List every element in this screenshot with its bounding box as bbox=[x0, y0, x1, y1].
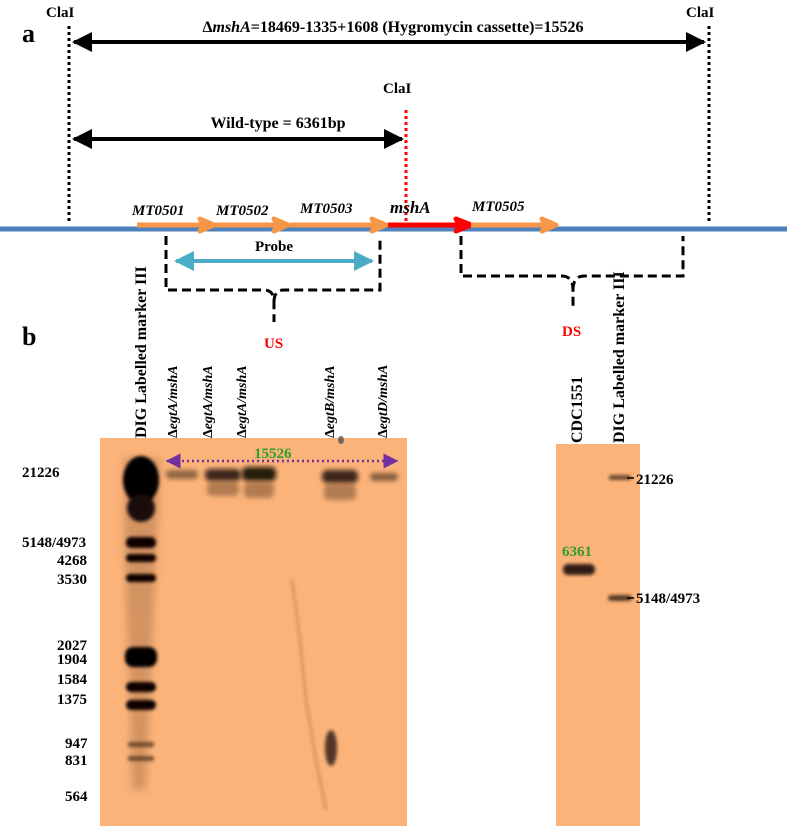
size-label-564: 564 bbox=[65, 789, 88, 805]
cdc1551-band-6361 bbox=[563, 564, 595, 575]
right-size-label-5148-4973: 5148/4973 bbox=[636, 591, 700, 607]
sample-band-egta-1 bbox=[166, 470, 198, 479]
lane-label-cdc1551: CDC1551 bbox=[569, 376, 586, 443]
gene-arrows bbox=[137, 216, 559, 234]
right-gel-background bbox=[556, 444, 640, 826]
gene-arrow-mt0505 bbox=[471, 216, 559, 234]
lane-label-right-marker: DIG Labelled marker III bbox=[611, 271, 628, 443]
sample-band-egtb bbox=[322, 470, 358, 483]
band-annotation-15526: 15526 bbox=[254, 446, 292, 462]
right-gel-lane-labels: CDC1551 DIG Labelled marker III bbox=[569, 271, 628, 443]
gene-label-mt0501: MT0501 bbox=[131, 203, 185, 219]
lane-label-egtd: ΔegtD/mshA bbox=[376, 365, 391, 438]
gene-label-msha: mshA bbox=[390, 198, 431, 217]
gel-artifact-streak bbox=[290, 579, 328, 811]
sample-band-egta-2 bbox=[205, 469, 241, 481]
gene-arrow-mt0503 bbox=[290, 216, 389, 234]
size-label-3530: 3530 bbox=[57, 572, 87, 588]
mutant-span-formula: =18469-1335+1608 (Hygromycin cassette)=1… bbox=[251, 19, 584, 36]
band-annotation-6361: 6361 bbox=[562, 544, 592, 560]
sample-band-egtb-smear bbox=[324, 484, 356, 500]
wildtype-span-label: Wild-type = 6361bp bbox=[210, 115, 345, 132]
marker-band-1375 bbox=[126, 700, 156, 710]
size-label-1375: 1375 bbox=[57, 692, 87, 708]
gene-arrow-mt0502 bbox=[214, 216, 291, 234]
gene-label-mt0505: MT0505 bbox=[471, 199, 525, 215]
lane-label-egta-2: ΔegtA/mshA bbox=[201, 365, 216, 438]
lane-label-egta-1: ΔegtA/mshA bbox=[166, 365, 181, 438]
clai-mid-label: ClaI bbox=[383, 81, 412, 97]
sample-band-egtd bbox=[370, 473, 398, 481]
sample-band-egta-3 bbox=[242, 467, 276, 481]
size-label-831: 831 bbox=[65, 753, 88, 769]
gene-label-mt0503: MT0503 bbox=[299, 201, 353, 217]
marker-band-21226 bbox=[123, 456, 159, 504]
marker-band-3530 bbox=[126, 574, 156, 582]
gene-label-mt0502: MT0502 bbox=[215, 203, 269, 219]
marker-band-5148 bbox=[126, 537, 156, 548]
size-label-947: 947 bbox=[65, 736, 88, 752]
size-label-2027: 2027 bbox=[57, 638, 88, 654]
marker-band-1584 bbox=[126, 682, 156, 692]
lane-label-marker: DIG Labelled marker III bbox=[133, 266, 150, 438]
gene-arrow-mt0501 bbox=[137, 216, 217, 234]
right-gel: 6361 bbox=[556, 444, 640, 826]
right-marker-band-5148 bbox=[608, 595, 632, 601]
marker-band-4268 bbox=[126, 554, 156, 562]
probe-label: Probe bbox=[255, 239, 293, 255]
marker-band-21226-tail bbox=[127, 494, 155, 522]
left-gel: 15526 bbox=[100, 436, 407, 826]
size-label-5148-4973: 5148/4973 bbox=[22, 535, 86, 551]
gel-artifact-dot bbox=[338, 436, 344, 444]
mutant-span-delta: Δ bbox=[202, 19, 212, 36]
marker-band-831 bbox=[128, 756, 154, 761]
marker-band-947 bbox=[128, 742, 154, 747]
panel-b-letter: b bbox=[22, 322, 36, 351]
size-label-21226: 21226 bbox=[22, 465, 60, 481]
gel-artifact-spot bbox=[325, 730, 337, 766]
size-label-1904: 1904 bbox=[57, 652, 88, 668]
left-gel-size-labels: 21226 5148/4973 4268 3530 2027 1904 1584… bbox=[22, 465, 88, 805]
size-label-1584: 1584 bbox=[57, 672, 88, 688]
us-label: US bbox=[264, 336, 283, 352]
marker-band-2027 bbox=[125, 647, 157, 667]
lane-label-egtb: ΔegtB/mshA bbox=[323, 365, 338, 438]
ds-bracket bbox=[459, 236, 685, 310]
left-gel-lane-labels: DIG Labelled marker III ΔegtA/mshA ΔegtA… bbox=[133, 266, 391, 438]
size-label-4268: 4268 bbox=[57, 553, 87, 569]
mutant-span-label: ΔmshA=18469-1335+1608 (Hygromycin casset… bbox=[202, 19, 583, 36]
right-size-label-21226: 21226 bbox=[636, 472, 674, 488]
mutant-span-gene: mshA bbox=[213, 19, 252, 36]
gene-arrow-msha bbox=[388, 216, 474, 234]
panel-a-letter: a bbox=[22, 19, 35, 48]
clai-right-label: ClaI bbox=[686, 5, 715, 21]
clai-left-label: ClaI bbox=[46, 5, 75, 21]
sample-band-egta-3-smear bbox=[244, 482, 274, 498]
ds-label: DS bbox=[562, 324, 581, 340]
sample-band-egta-2-smear bbox=[207, 482, 239, 496]
us-bracket bbox=[164, 236, 382, 322]
right-marker-band-21226 bbox=[609, 475, 631, 480]
lane-label-egta-3: ΔegtA/mshA bbox=[235, 365, 250, 438]
